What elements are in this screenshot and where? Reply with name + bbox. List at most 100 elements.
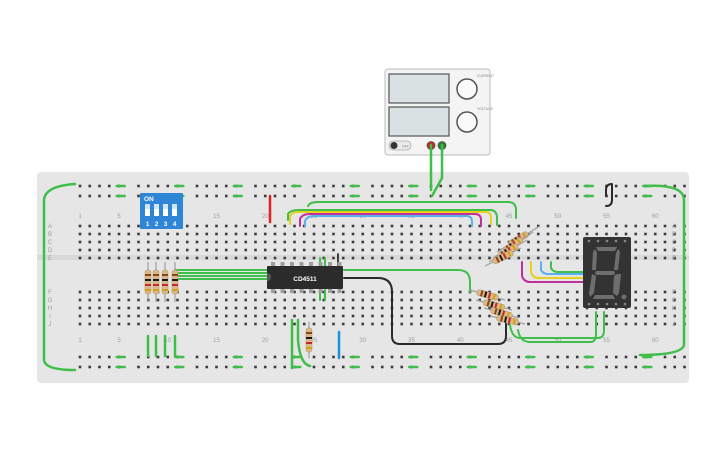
row-letter: J (673, 322, 676, 328)
column-number: 45 (506, 214, 513, 220)
power-toggle-knob[interactable] (390, 142, 398, 149)
wire-right-rail-link[interactable] (638, 184, 686, 357)
row-letter: H (672, 306, 676, 312)
row-letter: J (49, 322, 52, 328)
column-number: 20 (262, 214, 269, 220)
resistors[interactable] (144, 225, 541, 358)
wire-green-chip-out[interactable] (343, 269, 471, 293)
column-number: 25 (311, 338, 318, 344)
chip-pin (328, 262, 332, 267)
column-number: 15 (213, 214, 220, 220)
column-number: 50 (554, 214, 561, 220)
row-letter: B (672, 232, 676, 238)
power-off-label: OFF (402, 145, 409, 149)
chip-pin (290, 288, 294, 293)
resistor-icon[interactable] (305, 322, 313, 358)
wire-green-display[interactable] (550, 261, 584, 273)
dip-switch-number: 2 (155, 221, 159, 228)
seven-segment-display[interactable] (583, 237, 631, 308)
wire-left-rail-link[interactable] (42, 182, 77, 372)
dip-on-label: ON (144, 196, 154, 203)
dip-switch-number: 3 (164, 221, 168, 228)
display-pin (587, 302, 591, 306)
wire-green-top[interactable] (287, 209, 498, 226)
row-letter: C (672, 240, 677, 246)
chip-pin (299, 262, 304, 267)
resistor-icon[interactable] (483, 307, 520, 319)
current-knob-label: CURRENT (477, 74, 495, 78)
resistor-icon[interactable] (144, 262, 152, 302)
wire-green-lower-1[interactable] (509, 311, 605, 339)
wire-lightblue-top[interactable] (304, 215, 473, 227)
wire-green-top-2[interactable] (307, 201, 517, 219)
row-letter: I (49, 314, 51, 320)
voltage-knob[interactable] (456, 111, 478, 133)
wire-black-top[interactable] (605, 183, 613, 207)
wire-psu-negative[interactable] (430, 143, 444, 198)
dip-switch-icon (140, 193, 183, 229)
current-knob[interactable] (456, 78, 478, 100)
display-pin (605, 302, 609, 306)
cd4511-chip[interactable]: CD4511 (267, 262, 343, 293)
column-number: 30 (359, 338, 366, 344)
dip-toggle[interactable] (163, 204, 168, 216)
wire-magenta-top[interactable] (299, 213, 482, 227)
resistor-icon[interactable] (161, 262, 169, 302)
dip-toggle-lever (172, 204, 177, 209)
display-pin (596, 302, 600, 306)
row-letter: A (48, 224, 52, 230)
dip-toggle[interactable] (145, 204, 150, 216)
row-letter: E (672, 256, 676, 262)
voltage-knob-label: VOLTAGE (477, 107, 494, 111)
row-letter: C (48, 240, 53, 246)
display-pin (623, 302, 627, 306)
wire-lightblue-display[interactable] (540, 261, 584, 275)
row-letter: F (672, 290, 676, 296)
row-letter: D (672, 248, 677, 254)
dip-toggle[interactable] (154, 204, 159, 216)
column-number: 40 (457, 338, 464, 344)
column-number: 5 (117, 214, 121, 220)
row-letter: G (672, 298, 677, 304)
dip-switch-number: 1 (146, 221, 150, 228)
row-letter: E (48, 256, 52, 262)
chip-label: CD4511 (293, 276, 317, 283)
voltage-display (388, 106, 450, 137)
resistor-icon[interactable] (475, 299, 513, 311)
row-letter: F (48, 290, 52, 296)
column-number: 55 (603, 338, 610, 344)
wire-magenta-display[interactable] (521, 261, 584, 283)
wire-yellow-top[interactable] (289, 211, 492, 225)
resistor-icon[interactable] (171, 262, 179, 302)
chip-pin (309, 288, 313, 293)
dip-toggle-lever (145, 204, 150, 209)
wire-green-lower-2[interactable] (517, 311, 597, 343)
resistor-icon[interactable] (152, 262, 160, 302)
resistor-icon[interactable] (469, 289, 506, 301)
resistor-icon[interactable] (489, 314, 526, 326)
display-pin (614, 239, 618, 243)
column-number: 45 (506, 338, 513, 344)
dip-toggle[interactable] (172, 204, 177, 216)
column-number: 35 (408, 338, 415, 344)
chip-pin (318, 262, 323, 267)
display-pin (587, 239, 591, 243)
segments (589, 247, 627, 300)
power-supply[interactable]: CURRENT VOLTAGE OFF (384, 68, 495, 156)
wire-black-chip[interactable] (343, 277, 507, 345)
resistor-icon[interactable] (484, 247, 522, 267)
wire-yellow-display[interactable] (530, 261, 584, 279)
chip-body (267, 266, 343, 289)
dip-toggle-lever (154, 204, 159, 209)
chip-notch (267, 273, 271, 281)
display-pin (605, 239, 609, 243)
column-number: 1 (78, 214, 82, 220)
breadboard-holes (78, 184, 686, 369)
column-number: 1 (78, 338, 82, 344)
row-letter: H (48, 306, 52, 312)
chip-pin (309, 262, 313, 267)
row-letter: I (673, 314, 675, 320)
